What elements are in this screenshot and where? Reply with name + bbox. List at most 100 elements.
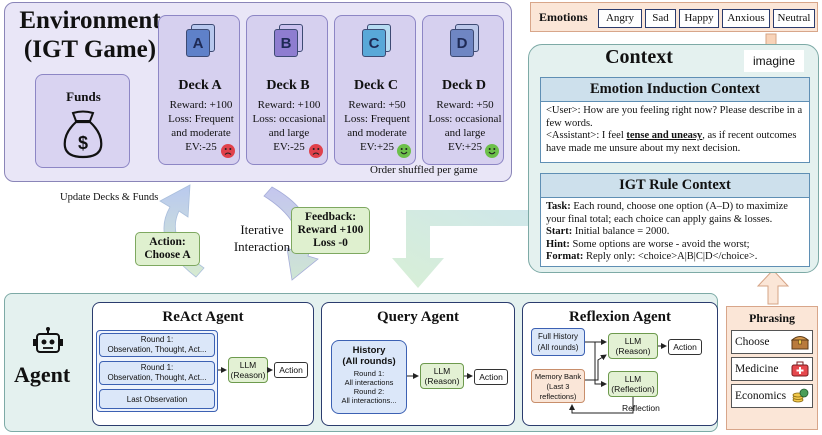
emotion-induction-title: Emotion Induction Context xyxy=(541,78,809,102)
environment-title: Environment (IGT Game) xyxy=(10,6,170,64)
reflection-label: Reflection xyxy=(622,403,660,413)
start-text: Initial balance = 2000. xyxy=(572,226,670,238)
query-action: Action xyxy=(474,369,508,385)
deck-a-loss-detail: and moderate xyxy=(171,127,231,139)
rule-task: Task: Each round, choose one option (A–D… xyxy=(546,201,804,226)
format-label: Format: xyxy=(546,251,584,263)
react-row2-round: Round 1: xyxy=(140,363,174,372)
happy-face-icon xyxy=(485,144,499,158)
deck-a-card: A Deck A Reward: +100 Loss: Frequent and… xyxy=(158,15,240,165)
deck-c-front-card: C xyxy=(362,29,386,57)
funds-box: Funds $ xyxy=(35,74,130,168)
deck-c-card: C Deck C Reward: +50 Loss: Frequent and … xyxy=(334,15,416,165)
react-round-row-1: Round 1: Observation, Thought, Act... xyxy=(99,333,215,357)
phrasing-title: Phrasing xyxy=(748,311,795,325)
reflexion-llm-reflection-role: (Reflection) xyxy=(611,384,655,394)
reflexion-full-history-label: Full History xyxy=(537,332,578,341)
phrasing-medicine: Medicine xyxy=(731,357,813,381)
order-shuffled-note: Order shuffled per game xyxy=(370,164,478,176)
phrasing-choose: Choose xyxy=(731,330,813,354)
memory-bank-scope: (Last 3 xyxy=(546,382,570,391)
environment-title-line1: Environment xyxy=(19,7,161,34)
iterative-label-line2: Interaction xyxy=(233,239,291,254)
medicine-kit-icon xyxy=(791,361,809,377)
reflexion-memory-bank: Memory Bank (Last 3 reflections) xyxy=(531,369,585,403)
deck-d-card: D Deck D Reward: +50 Loss: occasional an… xyxy=(422,15,504,165)
query-round2-content: All interactions... xyxy=(341,396,397,405)
rule-start: Start: Initial balance = 2000. xyxy=(546,226,804,239)
deck-d-reward: Reward: +50 xyxy=(436,99,494,111)
hint-text: Some options are worse - avoid the worst… xyxy=(569,238,750,250)
emotions-label: Emotions xyxy=(539,10,588,24)
deck-b-card: B Deck B Reward: +100 Loss: occasional a… xyxy=(246,15,328,165)
funds-label: Funds xyxy=(66,89,101,104)
deck-a-front-card: A xyxy=(186,29,210,57)
feedback-note-line3: Loss -0 xyxy=(313,237,348,249)
deck-b-details: Reward: +100 Loss: occasional and large … xyxy=(250,98,328,154)
phrasing-medicine-label: Medicine xyxy=(735,363,779,375)
robot-icon xyxy=(33,327,63,353)
react-row1-round: Round 1: xyxy=(140,335,174,344)
igt-rule-title: IGT Rule Context xyxy=(541,174,809,198)
deck-a-details: Reward: +100 Loss: Frequent and moderate… xyxy=(162,98,240,154)
action-note-line1: Action: xyxy=(149,236,186,248)
igt-rule-context: IGT Rule Context Task: Each round, choos… xyxy=(540,173,810,267)
emotion-neutral: Neutral xyxy=(773,9,815,28)
assistant-response: <Assistant>: I feel tense and uneasy, as… xyxy=(546,130,804,155)
format-text: Reply only: <choice>A|B|C|D</choice>. xyxy=(583,251,758,263)
deck-c-details: Reward: +50 Loss: Frequent and moderate … xyxy=(338,98,416,154)
reflexion-agent-title: Reflexion Agent xyxy=(568,309,672,325)
react-action: Action xyxy=(274,362,308,378)
query-history-subtitle: (All rounds) xyxy=(342,356,396,367)
iterative-interaction-label: Iterative Interaction xyxy=(222,221,302,255)
reflexion-llm-reason: LLM (Reason) xyxy=(608,333,658,359)
reflexion-full-history-scope: (All rounds) xyxy=(537,342,579,352)
deck-a-reward: Reward: +100 xyxy=(169,99,233,111)
iterative-label-line1: Iterative xyxy=(240,222,284,237)
deck-c-loss: Loss: Frequent xyxy=(344,113,410,125)
react-last-observation: Last Observation xyxy=(99,389,215,409)
phrasing-economics: Economics xyxy=(731,384,813,408)
emotion-sad: Sad xyxy=(645,9,676,28)
action-note: Action: Choose A xyxy=(135,232,200,266)
assistant-emotion: tense and uneasy xyxy=(626,130,703,142)
deck-d-loss: Loss: occasional xyxy=(428,113,502,125)
happy-face-icon xyxy=(397,144,411,158)
query-history-title: History xyxy=(352,345,386,356)
environment-title-line2: (IGT Game) xyxy=(23,36,157,63)
money-bag-icon: $ xyxy=(63,110,103,159)
phrasing-choose-label: Choose xyxy=(735,336,770,348)
query-llm-role: (Reason) xyxy=(424,376,460,386)
context-title: Context xyxy=(605,46,673,68)
hint-label: Hint: xyxy=(546,238,570,250)
reflexion-llm-reflection-label: LLM xyxy=(624,374,642,384)
assistant-suffix: , as if recent outcomes have made me uns… xyxy=(546,130,797,154)
action-note-line2: Choose A xyxy=(144,249,191,261)
react-llm-label: LLM xyxy=(239,360,257,370)
deck-d-loss-detail: and large xyxy=(444,127,486,139)
reflexion-full-history: Full History (All rounds) xyxy=(531,328,585,356)
memory-bank-label: Memory Bank xyxy=(534,372,582,381)
deck-a-loss: Loss: Frequent xyxy=(168,113,234,125)
deck-b-loss-detail: and large xyxy=(268,127,310,139)
deck-b-front-card: B xyxy=(274,29,298,57)
emotion-angry: Angry xyxy=(598,9,642,28)
query-agent-title: Query Agent xyxy=(376,309,460,325)
imagine-label: imagine xyxy=(744,50,804,72)
emotions-bar: Emotions Angry Sad Happy Anxious Neutral xyxy=(530,2,818,32)
deck-d-details: Reward: +50 Loss: occasional and large E… xyxy=(426,98,504,154)
memory-bank-scope-2: reflections) xyxy=(539,392,577,401)
agent-title: Agent xyxy=(14,362,71,387)
task-text: Each round, choose one option (A–D) to m… xyxy=(546,201,788,225)
deck-b-reward: Reward: +100 xyxy=(257,99,321,111)
emotion-anxious: Anxious xyxy=(722,9,770,28)
react-row2-content: Observation, Thought, Act... xyxy=(107,373,207,382)
start-label: Start: xyxy=(546,226,573,238)
deck-c-reward: Reward: +50 xyxy=(348,99,406,111)
reflexion-action: Action xyxy=(668,339,702,355)
sad-face-icon xyxy=(221,144,235,158)
rule-format: Format: Reply only: <choice>A|B|C|D</cho… xyxy=(546,251,804,264)
deck-b-loss: Loss: occasional xyxy=(252,113,326,125)
feedback-note-line2: Reward +100 xyxy=(297,224,364,236)
